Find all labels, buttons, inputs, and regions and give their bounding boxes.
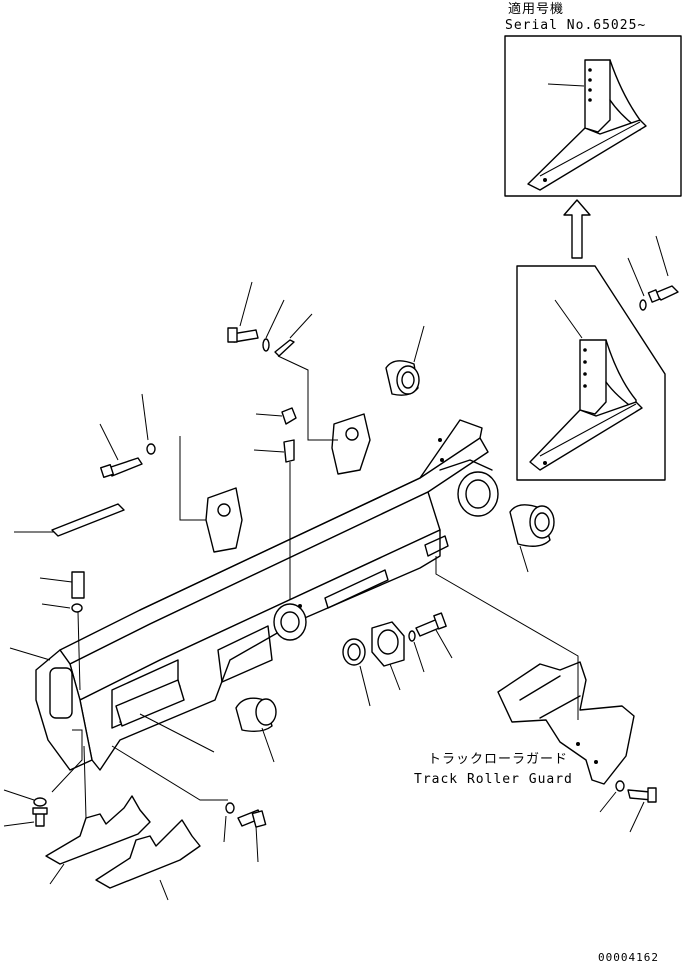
drawing-number: 00004162 [598,951,659,964]
track-roller-guard [435,556,657,833]
bolt-bottom-left [3,729,83,827]
bushing-lower [235,697,277,763]
inset-bracket [527,59,647,191]
guard-label-en: Track Roller Guard [414,772,573,787]
bolt-bottom-mid [223,802,267,863]
frame-bracket-left [205,487,243,553]
track-frame [35,419,499,771]
bolt-right-top [627,235,679,311]
bolt-left [99,393,206,521]
seal-nut-set [342,612,453,707]
serial-inset-box [504,35,682,197]
grease-fittings [253,407,297,600]
cover-plate-left [9,503,125,691]
cover-plate-lower [111,679,228,801]
upgrade-arrow [563,199,591,259]
bushing-upper [385,325,425,396]
serial-number-label: Serial No.65025~ [505,18,647,33]
bracket-inset-box [516,265,666,481]
frame-bracket-mid [331,413,371,475]
applicable-model-label: 適用号機 [508,2,565,17]
guard-label-jp: トラックローラガード [428,752,569,767]
bolt-upper-middle [227,281,338,441]
lower-guard-pieces [45,745,201,901]
bushing-rear [509,504,555,573]
